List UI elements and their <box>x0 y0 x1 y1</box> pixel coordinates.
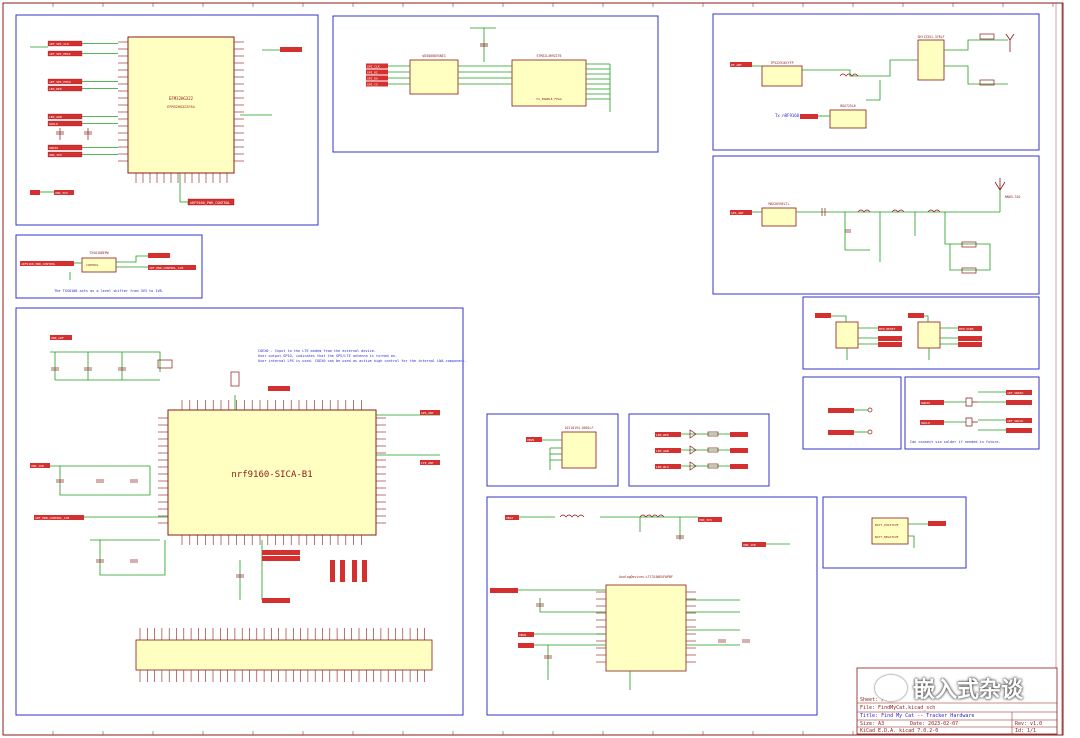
led-net-red: LED_RED <box>656 433 669 437</box>
mcu-net-label-text: nRF_SPI_MISO <box>49 80 71 84</box>
pwr-net-vbat: VBAT <box>506 516 513 520</box>
rf-net: RF_ANT <box>731 63 742 67</box>
mcu-chip <box>127 36 235 174</box>
nrf-net-vdd: VDD_nRF <box>51 336 64 340</box>
flash-net-label-text: SPI_DI <box>367 71 378 75</box>
pwr-net-1v8: VDD_1V8 <box>743 543 756 547</box>
debug-block[interactable]: SWDIO SWCLK nRF_SWDIO nRF_SWCLK Can conn… <box>904 376 1040 450</box>
mcu-net-label-text: nRF_SPI_CLK <box>49 42 69 46</box>
flash-net-label <box>366 81 388 87</box>
dbg-net-nrf-swdio: nRF_SWDIO <box>1007 391 1023 395</box>
mcu-net-label-text: VDD_3V3 <box>49 153 62 157</box>
mcu-net-label-text: nRF_SPI_MOSI <box>49 52 71 56</box>
dbg-net-swclk: SWCLK <box>921 421 930 425</box>
dbg-net-nrf-swclk: nRF_SWCLK <box>1007 419 1023 423</box>
power-ic <box>605 584 687 672</box>
gps-block[interactable]: MAX2659ELT+ NN03-310 GPS_ANT <box>712 155 1040 295</box>
led-net-blu: LED_BLU <box>656 465 669 469</box>
tb-tool: KiCad E.D.A. kicad 7.0.2-0 <box>860 728 939 734</box>
mcu-net-label-text: SWCLK <box>49 122 58 126</box>
btn-net-user: BTN_USER <box>959 327 974 331</box>
batt-neg-label: BATT_NEGATIVE <box>875 535 899 539</box>
nrf-net-gps: GPS_ANT <box>421 411 434 415</box>
ls-control-label: CONTROL <box>86 263 99 267</box>
flash-net-label <box>366 63 388 69</box>
tb-id: Id: 1/1 <box>1015 728 1037 734</box>
buttons-block[interactable]: BTN_RESET BTN_USER <box>802 296 1040 370</box>
mcu-chip-sub: EFM32HG322F64 <box>167 105 194 109</box>
usb-ic-name: 10118194-0001LF <box>565 426 594 430</box>
tb-rev: Rev: v1.0 <box>1015 721 1043 727</box>
flash-net-label <box>366 69 388 75</box>
nrf9160-chip <box>167 409 377 536</box>
watermark-text: 嵌入式杂谈 <box>913 678 1024 703</box>
power-block[interactable]: AnalogDevices:LTC3106EUF#PBF VBAT VDD_3V… <box>486 496 818 716</box>
led-net-grn: LED_GRN <box>656 449 669 453</box>
tb-sheet: Sheet: / <box>860 697 885 703</box>
level-shifter-block[interactable]: TXS0108EPW CONTROL nRF9160_PWR_CONTROL n… <box>15 234 203 299</box>
nrf9160-chip-name: nrf9160-SICA-B1 <box>231 470 312 480</box>
dbg-note: Can connect via solder if needed in futu… <box>910 440 1001 444</box>
flash-label-right: CS_ENABLE_FPGA <box>536 97 561 101</box>
tb-size: Size: A3 <box>860 721 885 727</box>
ls-net-out: nRF_PWR_CONTROL_1V8 <box>149 266 184 270</box>
testpoint-block[interactable] <box>802 376 902 450</box>
rf-switch-block[interactable]: TPS22916CYFP SKY13351-378LF BGA725L6 Tx … <box>712 13 1040 151</box>
ls-net-in: nRF9160_PWR_CONTROL <box>21 262 56 266</box>
rf-ic2-name: SKY13351-378LF <box>918 35 945 39</box>
flash-net-label-text: SPI_CS <box>367 83 378 87</box>
flash-block[interactable]: W25Q80DVSNIG STM32L4R9ZIT6 CS_ENABLE_FPG… <box>332 15 659 153</box>
rf-note: Tx nRF9160 <box>775 113 800 118</box>
nrf-net-pwr: nRF_PWR_CONTROL_1V8 <box>35 516 70 520</box>
ls-ic-name: TXS0108EPW <box>89 251 108 255</box>
mcu-net-bottom: nRF9160_PWR_CONTROL <box>190 201 230 205</box>
tb-date: Date: 2023-02-07 <box>910 721 959 727</box>
sheet-frame <box>2 2 1064 736</box>
flash-ic-left-name: W25Q80DVSNIG <box>422 54 445 58</box>
flash-ic-right <box>511 59 587 107</box>
power-ic-name: AnalogDevices:LTC3106EUF#PBF <box>619 575 673 579</box>
flash-ic-right-name: STM32L4R9ZIT6 <box>537 54 562 58</box>
pwr-net-3v3: VDD_3V3 <box>699 518 712 522</box>
nrf-note-1: COEX0 - Input to the LTE modem from the … <box>258 349 376 353</box>
ls-note: The TXS0108 acts as a level shifter from… <box>54 289 164 293</box>
mcu-chip-name: EFM32HG322 <box>169 96 194 101</box>
dbg-net-swdio: SWDIO <box>921 401 930 405</box>
battery-block[interactable]: BATT_POSITIVE BATT_NEGATIVE <box>822 496 967 569</box>
flash-ic-left <box>409 59 459 95</box>
gps-ic-name: MAX2659ELT+ <box>768 202 789 206</box>
flash-net-label-text: SPI_DO <box>367 77 378 81</box>
rf-filter-name: BGA725L6 <box>840 104 855 108</box>
nrf-net-lte: LTE_ANT <box>421 461 434 465</box>
nrf-note-2: User output GPIO, indicates that the GPS… <box>258 354 397 358</box>
btn-net-reset: BTN_RESET <box>879 327 895 331</box>
tb-title: Title: Find My Cat -- Tracker Hardware <box>860 713 975 719</box>
wechat-logo-icon <box>875 675 907 701</box>
batt-pos-label: BATT_POSITIVE <box>875 523 899 527</box>
flash-net-label <box>366 75 388 81</box>
mcu-net-label-text: LED_RED <box>49 87 62 91</box>
tb-file: File: FindMyCat.kicad_sch <box>860 705 936 711</box>
pwr-net-vbus: VBUS <box>519 633 526 637</box>
nrf-note-3: User internal LPS is used. COEX0 can be … <box>258 359 467 363</box>
mcu-block[interactable]: EFM32HG322 EFM32HG322F64 nRF_SPI_CLK nRF_… <box>15 14 319 226</box>
rf-ic1-name: TPS22916CYFP <box>770 61 793 65</box>
mcu-net-left: VDD_3V3 <box>55 191 68 195</box>
watermark: 嵌入式杂谈 <box>875 672 1023 704</box>
led-block[interactable]: LED_RED LED_GRN LED_BLU <box>628 413 770 487</box>
usb-net: VBUS <box>527 438 534 442</box>
usb-block[interactable]: 10118194-0001LF VBUS <box>486 413 619 487</box>
gps-antenna-name: NN03-310 <box>1005 195 1020 199</box>
nrf-net-1v8: VDD_1V8 <box>31 464 44 468</box>
flash-net-label-text: SPI_CLK <box>367 65 380 69</box>
nrf9160-block[interactable]: nrf9160-SICA-B1 COEX0 - Input to the LTE… <box>15 307 467 716</box>
gps-net: GPS_ANT <box>731 211 744 215</box>
mcu-net-label-text: LED_GRN <box>49 115 62 119</box>
mcu-net-label-text: SWDIO <box>49 146 58 150</box>
nrf-header <box>135 639 433 671</box>
